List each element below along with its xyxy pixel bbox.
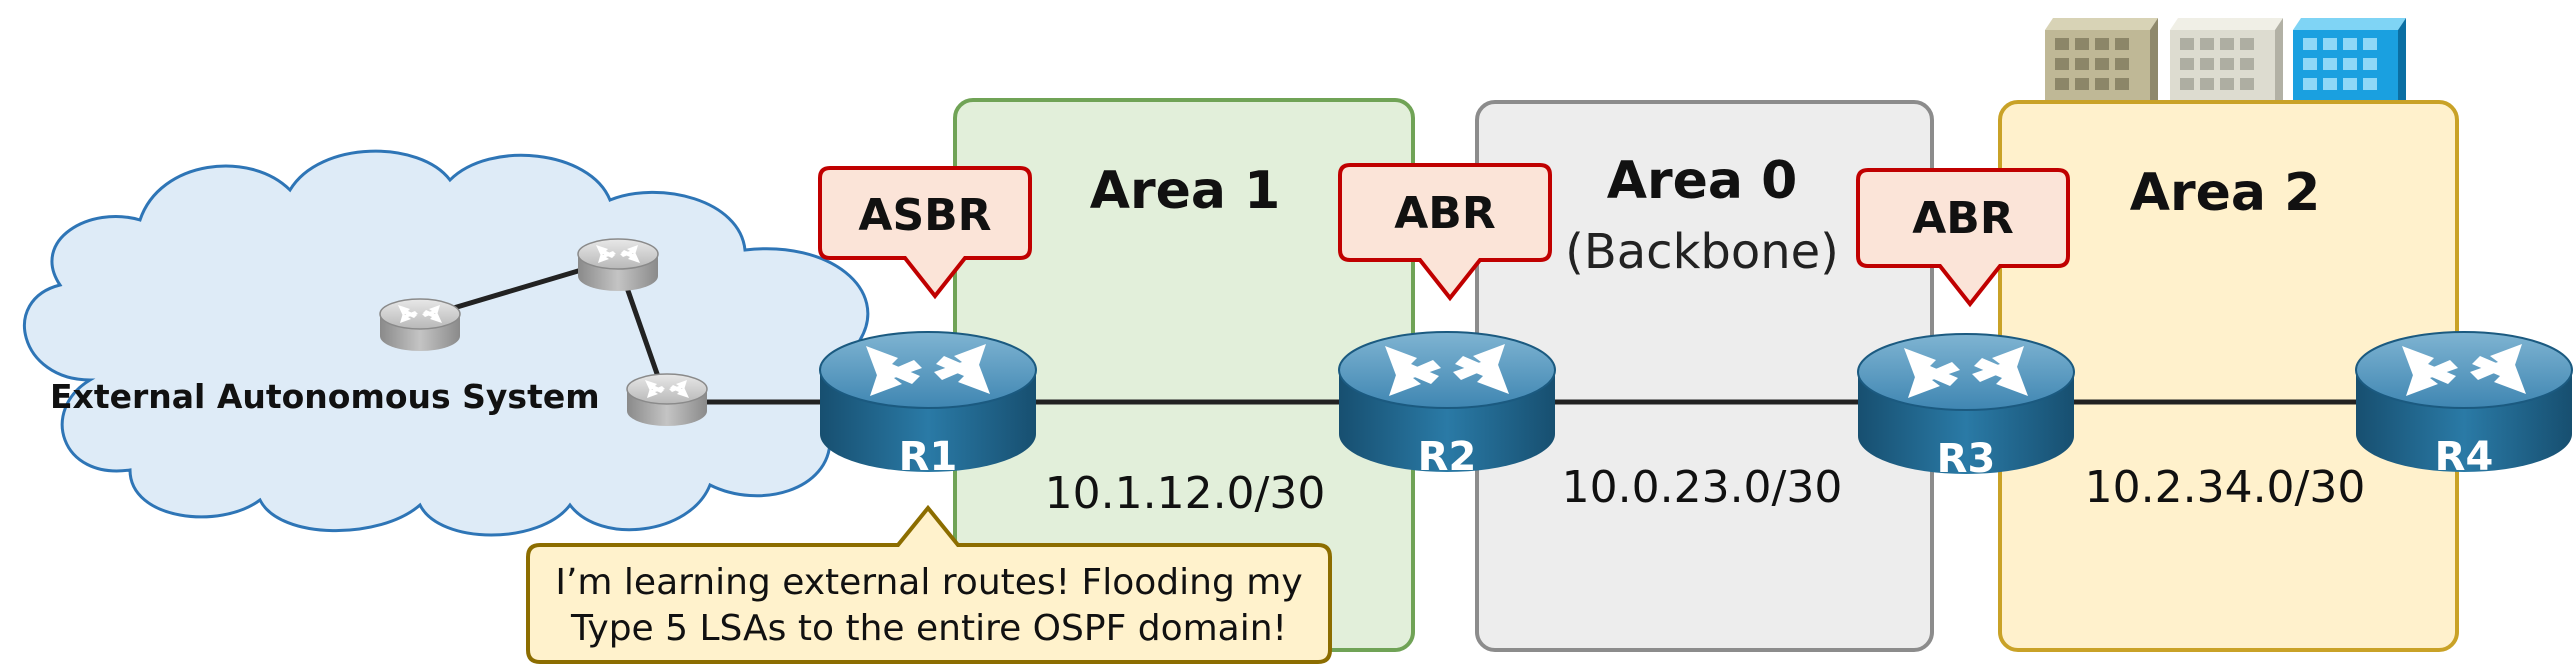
asbr-note: I’m learning external routes! Flooding m… — [526, 504, 1332, 664]
external-router-icon-2 — [577, 238, 659, 292]
callout-asbr: ASBR — [818, 166, 1032, 300]
callout-abr-r3: ABR — [1856, 168, 2070, 308]
note-line-1: I’m learning external routes! Flooding m… — [555, 562, 1302, 603]
building-icon-grey — [2170, 18, 2283, 110]
callout-abr-r3-text: ABR — [1912, 193, 2013, 244]
area-1-title: Area 1 — [1090, 161, 1281, 221]
building-icon-blue — [2293, 18, 2406, 110]
subnet-r2-r3: 10.0.23.0/30 — [1562, 462, 1843, 513]
external-as-label: External Autonomous System — [50, 377, 600, 416]
cloud-icon — [22, 149, 895, 537]
callout-abr-r2-text: ABR — [1394, 188, 1495, 239]
area-0-subtitle: (Backbone) — [1565, 224, 1839, 280]
router-r1-label: R1 — [899, 434, 958, 480]
external-router-icon-3 — [626, 373, 708, 427]
building-icon-beige — [2045, 18, 2158, 110]
router-r4[interactable]: R4 — [2355, 331, 2573, 480]
area-0-title: Area 0 — [1607, 151, 1798, 211]
callout-abr-r2: ABR — [1338, 163, 1552, 302]
area-2-title: Area 2 — [2130, 163, 2321, 223]
router-r2[interactable]: R2 — [1338, 331, 1556, 480]
router-r4-label: R4 — [2435, 434, 2494, 480]
subnet-r1-r2: 10.1.12.0/30 — [1045, 468, 1326, 519]
router-r3[interactable]: R3 — [1857, 333, 2075, 482]
router-r3-label: R3 — [1937, 436, 1996, 482]
note-line-2: Type 5 LSAs to the entire OSPF domain! — [570, 608, 1287, 649]
callout-asbr-text: ASBR — [858, 190, 991, 241]
router-r2-label: R2 — [1418, 434, 1477, 480]
subnet-r3-r4: 10.2.34.0/30 — [2085, 462, 2366, 513]
router-r1[interactable]: R1 — [819, 331, 1037, 480]
external-router-icon-1 — [379, 298, 461, 352]
